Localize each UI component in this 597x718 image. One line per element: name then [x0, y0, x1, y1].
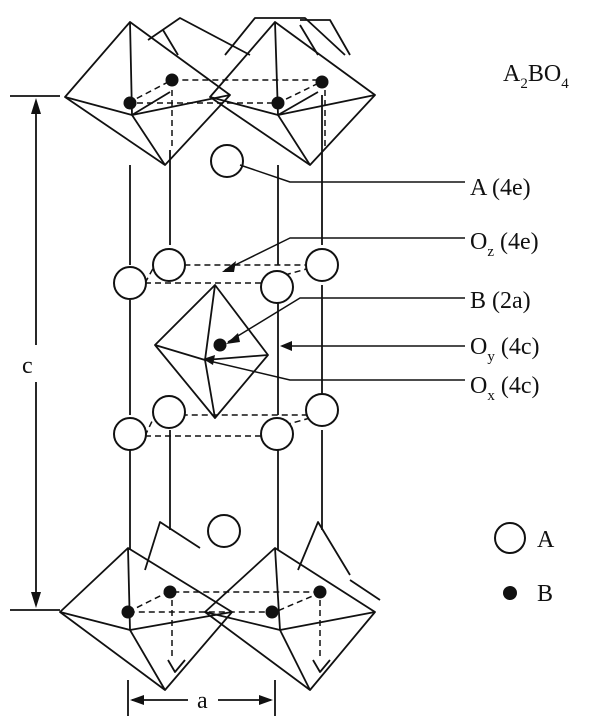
- top-octahedra: [64, 17, 376, 166]
- filled-dots: [121, 73, 329, 619]
- axis-a-arrow-right: [259, 695, 273, 705]
- cell-edges: [129, 95, 323, 550]
- oz-site: [260, 417, 294, 451]
- axis-label-a: a: [197, 688, 208, 714]
- b-site: [265, 605, 279, 619]
- oz-site: [305, 248, 339, 282]
- b-site: [271, 96, 285, 110]
- a-site-upper: [210, 144, 244, 178]
- axis-c-arrow-down: [31, 592, 41, 608]
- leader-arrowheads: [203, 261, 292, 365]
- b-site: [315, 75, 329, 89]
- formula-label: A2BO4: [503, 61, 569, 92]
- axis-a-arrow-left: [130, 695, 144, 705]
- legend-open-circle-symbol: [494, 522, 526, 554]
- b-site: [165, 73, 179, 87]
- open-circles: [113, 144, 339, 548]
- legend-label-a: A: [537, 527, 555, 553]
- oz-site: [305, 393, 339, 427]
- oz-site: [260, 270, 294, 304]
- site-label-a-4e: A (4e): [470, 175, 531, 201]
- a-site-lower: [207, 514, 241, 548]
- axis-label-c: c: [22, 353, 33, 379]
- legend-filled-dot-symbol: [503, 586, 517, 600]
- axis-c-dimension: [10, 95, 60, 611]
- oz-site: [113, 417, 147, 451]
- site-label-ox-4c: Ox (4c): [470, 373, 540, 404]
- oz-site: [152, 395, 186, 429]
- site-label-oz-4e: Oz (4e): [470, 229, 539, 260]
- leader-lines: [204, 164, 465, 381]
- oz-site: [152, 248, 186, 282]
- b-site: [123, 96, 137, 110]
- b-site: [163, 585, 177, 599]
- axis-c-arrow-up: [31, 98, 41, 114]
- oz-site: [113, 266, 147, 300]
- b-site: [313, 585, 327, 599]
- site-label-b-2a: B (2a): [470, 288, 531, 314]
- site-label-oy-4c: Oy (4c): [470, 334, 540, 365]
- legend-label-b: B: [537, 581, 554, 607]
- b-site: [121, 605, 135, 619]
- bottom-octahedra: [59, 521, 381, 691]
- b-site-center: [213, 338, 227, 352]
